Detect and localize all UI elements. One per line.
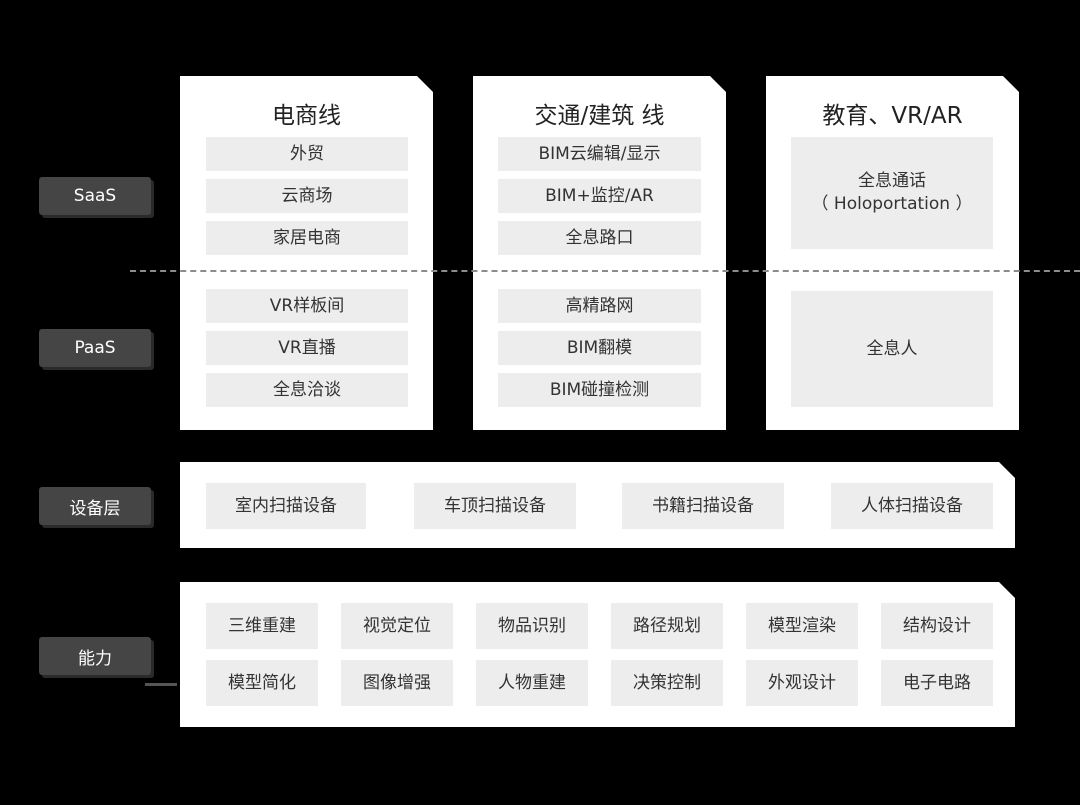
column-title: 教育、VR/AR: [822, 103, 963, 129]
saas-item: BIM云编辑/显示: [498, 137, 701, 171]
paas-item: 全息洽谈: [206, 373, 408, 407]
saas-paas-divider: [130, 270, 1080, 272]
paas-item: BIM碰撞检测: [498, 373, 701, 407]
capability-item: 结构设计: [881, 603, 993, 649]
capability-layer-card: 三维重建 视觉定位 物品识别 路径规划 模型渲染 结构设计 模型简化 图像增强 …: [180, 582, 1015, 727]
capability-item: 人物重建: [476, 660, 588, 706]
paas-item-hologram-person: 全息人: [791, 291, 993, 407]
column-card-ecommerce: 电商线 外贸 云商场 家居电商 VR样板间 VR直播 全息洽谈: [180, 76, 433, 430]
device-layer-card: 室内扫描设备 车顶扫描设备 书籍扫描设备 人体扫描设备: [180, 462, 1015, 548]
layer-label-capability: 能力: [39, 637, 151, 675]
device-item: 室内扫描设备: [206, 483, 366, 529]
saas-item: 全息路口: [498, 221, 701, 255]
device-item: 车顶扫描设备: [414, 483, 576, 529]
column-card-transport: 交通/建筑 线 BIM云编辑/显示 BIM+监控/AR 全息路口 高精路网 BI…: [473, 76, 726, 430]
capability-item: 电子电路: [881, 660, 993, 706]
capability-item: 物品识别: [476, 603, 588, 649]
column-card-education: 教育、VR/AR 全息通话 （ Holoportation ） 全息人: [766, 76, 1019, 430]
capability-item: 路径规划: [611, 603, 723, 649]
paas-item: VR直播: [206, 331, 408, 365]
column-title: 电商线: [272, 103, 341, 129]
layer-label-saas: SaaS: [39, 177, 151, 215]
device-item: 人体扫描设备: [831, 483, 993, 529]
saas-item: BIM+监控/AR: [498, 179, 701, 213]
capability-item: 模型简化: [206, 660, 318, 706]
saas-item: 外贸: [206, 137, 408, 171]
paas-item: 高精路网: [498, 289, 701, 323]
paas-item: VR样板间: [206, 289, 408, 323]
saas-item: 家居电商: [206, 221, 408, 255]
capability-connector: [145, 683, 177, 686]
capability-item: 三维重建: [206, 603, 318, 649]
paas-item: BIM翻模: [498, 331, 701, 365]
saas-item: 云商场: [206, 179, 408, 213]
capability-item: 外观设计: [746, 660, 858, 706]
capability-item: 图像增强: [341, 660, 453, 706]
column-title: 交通/建筑 线: [534, 103, 665, 129]
capability-item: 决策控制: [611, 660, 723, 706]
device-item: 书籍扫描设备: [622, 483, 784, 529]
saas-item-line: 全息通话: [858, 171, 926, 191]
layer-label-device: 设备层: [39, 487, 151, 525]
saas-item-holoportation: 全息通话 （ Holoportation ）: [791, 137, 993, 249]
saas-item-line: （ Holoportation ）: [811, 194, 973, 214]
capability-item: 模型渲染: [746, 603, 858, 649]
capability-item: 视觉定位: [341, 603, 453, 649]
layer-label-paas: PaaS: [39, 329, 151, 367]
